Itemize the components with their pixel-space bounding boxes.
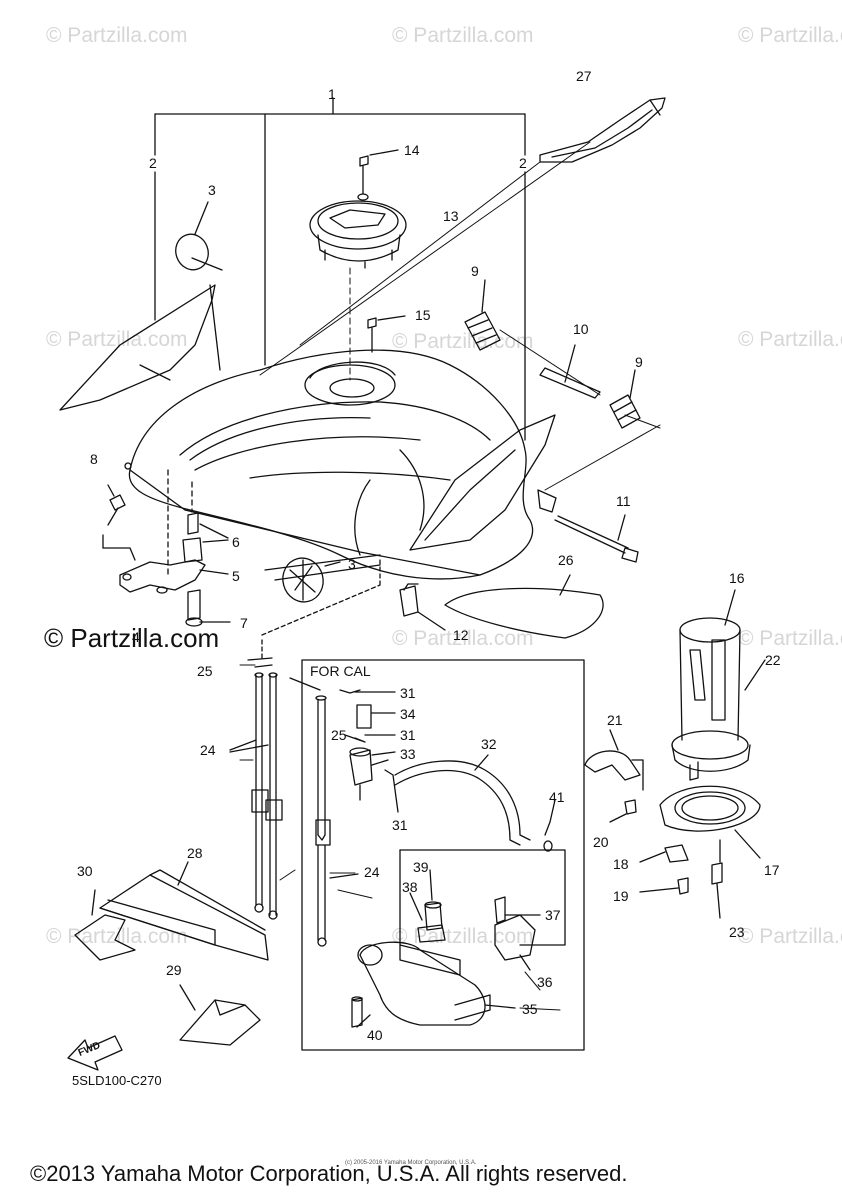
- callout-9: 9: [471, 263, 479, 279]
- callout-4: 4: [132, 629, 140, 645]
- small-copyright: (c) 2005-2016 Yamaha Motor Corporation, …: [345, 1160, 477, 1166]
- watermark: © Partzilla.com: [738, 627, 842, 650]
- bracket-assembly: [102, 469, 231, 627]
- fuel-pump-16: [671, 589, 751, 781]
- callout-31: 31: [400, 727, 416, 743]
- callout-26: 26: [558, 552, 574, 568]
- callout-37: 37: [545, 907, 561, 923]
- lower-covers: [74, 861, 269, 1046]
- callout-10: 10: [573, 321, 589, 337]
- callout-leaders: [239, 664, 561, 1011]
- emblem-3-lower: [264, 554, 381, 603]
- watermark-main: © Partzilla.com: [44, 623, 220, 653]
- callout-18: 18: [613, 856, 629, 872]
- watermark: © Partzilla.com: [392, 627, 534, 650]
- callout-19: 19: [613, 888, 629, 904]
- watermark: © Partzilla.com: [738, 24, 842, 47]
- fwd-arrow: [67, 1035, 123, 1071]
- fuel-filter-35: [351, 869, 516, 1028]
- watermark: © Partzilla.com: [46, 24, 188, 47]
- collar-10: [539, 344, 601, 399]
- screw-15: [367, 315, 406, 353]
- callout-9: 9: [635, 354, 643, 370]
- bracket-36: [494, 896, 541, 971]
- damper-9-upper: [464, 279, 501, 351]
- copyright-footer: ©2013 Yamaha Motor Corporation, U.S.A. A…: [30, 1161, 628, 1186]
- callout-35: 35: [522, 1001, 538, 1017]
- callout-12: 12: [453, 627, 469, 643]
- callout-39: 39: [413, 859, 429, 875]
- fuel-tank: [124, 349, 534, 580]
- callout-23: 23: [729, 924, 745, 940]
- callout-6: 6: [232, 534, 240, 550]
- callout-3: 3: [348, 556, 356, 572]
- callout-7: 7: [240, 615, 248, 631]
- callout-31: 31: [392, 817, 408, 833]
- callout-2: 2: [519, 155, 527, 171]
- clip-12: [399, 583, 446, 631]
- side-cover-27: [539, 97, 666, 163]
- callout-24: 24: [364, 864, 380, 880]
- for-cal-title: FOR CAL: [310, 663, 371, 679]
- lower-cover-26: [444, 574, 604, 639]
- bracket-lines: [154, 97, 526, 441]
- callout-1: 1: [328, 86, 336, 102]
- callout-33: 33: [400, 746, 416, 762]
- callout-8: 8: [90, 451, 98, 467]
- callout-14: 14: [404, 142, 420, 158]
- bolt-11: [537, 489, 639, 563]
- callout-41: 41: [549, 789, 565, 805]
- damper-9-lower: [609, 369, 641, 429]
- callout-32: 32: [481, 736, 497, 752]
- drawing-code: 5SLD100-C270: [72, 1073, 162, 1088]
- callout-20: 20: [593, 834, 609, 850]
- callout-29: 29: [166, 962, 182, 978]
- callout-25: 25: [331, 727, 347, 743]
- graphic-2-right: [409, 414, 556, 551]
- callout-3: 3: [208, 182, 216, 198]
- callout-27: 27: [576, 68, 592, 84]
- callout-13: 13: [443, 208, 459, 224]
- watermark: © Partzilla.com: [392, 925, 534, 948]
- callout-16: 16: [729, 570, 745, 586]
- watermark: © Partzilla.com: [738, 925, 842, 948]
- callout-34: 34: [400, 706, 416, 722]
- callout-21: 21: [607, 712, 623, 728]
- watermark: © Partzilla.com: [392, 24, 534, 47]
- guide-lines: [259, 141, 661, 491]
- callout-36: 36: [537, 974, 553, 990]
- callout-30: 30: [77, 863, 93, 879]
- callout-11: 11: [616, 493, 631, 509]
- callout-24: 24: [200, 742, 216, 758]
- callout-15: 15: [415, 307, 431, 323]
- callout-28: 28: [187, 845, 203, 861]
- callout-5: 5: [232, 568, 240, 584]
- callout-38: 38: [402, 879, 418, 895]
- watermark: © Partzilla.com: [46, 328, 188, 351]
- graphic-2-left: [59, 284, 216, 411]
- fuel-cap-13: [309, 149, 407, 269]
- watermark: © Partzilla.com: [738, 328, 842, 351]
- for-cal-parts: [289, 677, 566, 947]
- for-cal-panel: [301, 659, 585, 1051]
- emblem-3: [175, 201, 223, 271]
- callout-17: 17: [764, 862, 780, 878]
- hoses-24-left: [229, 559, 381, 920]
- callout-31: 31: [400, 685, 416, 701]
- callout-40: 40: [367, 1027, 383, 1043]
- callout-22: 22: [765, 652, 781, 668]
- callout-2: 2: [149, 155, 157, 171]
- callout-25: 25: [197, 663, 213, 679]
- pump-parts: [584, 659, 766, 919]
